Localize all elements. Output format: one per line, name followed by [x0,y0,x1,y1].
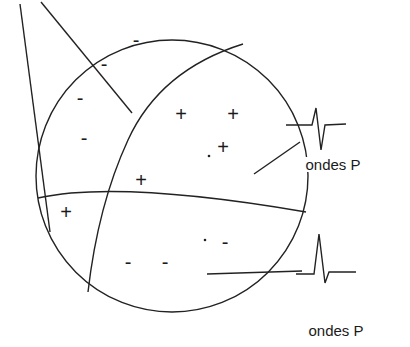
leader-line [254,142,300,174]
polarity-sign: + [217,137,229,157]
polarity-sign: - [222,232,229,252]
polarity-sign: - [125,252,132,272]
nodal-plane [88,44,243,292]
polarity-sign: - [77,88,84,108]
focal-sphere [36,40,308,312]
polarity-sign: - [162,252,169,272]
nodal-plane [38,192,306,212]
leader-line [207,271,302,274]
polarity-sign: + [175,104,187,124]
dot [208,155,211,158]
seismogram [286,108,346,150]
dot [204,239,207,242]
polarity-sign: + [227,104,239,124]
wave-label: ondes P [307,323,364,338]
nodal-line [41,2,132,113]
polarity-sign: + [135,170,147,190]
polarity-sign: - [101,54,108,74]
polarity-sign: - [81,128,88,148]
wave-label: ondes P [304,157,361,172]
polarity-sign: - [133,30,140,50]
nodal-line [20,4,50,232]
polarity-sign: + [60,202,72,222]
seismogram [296,234,356,283]
